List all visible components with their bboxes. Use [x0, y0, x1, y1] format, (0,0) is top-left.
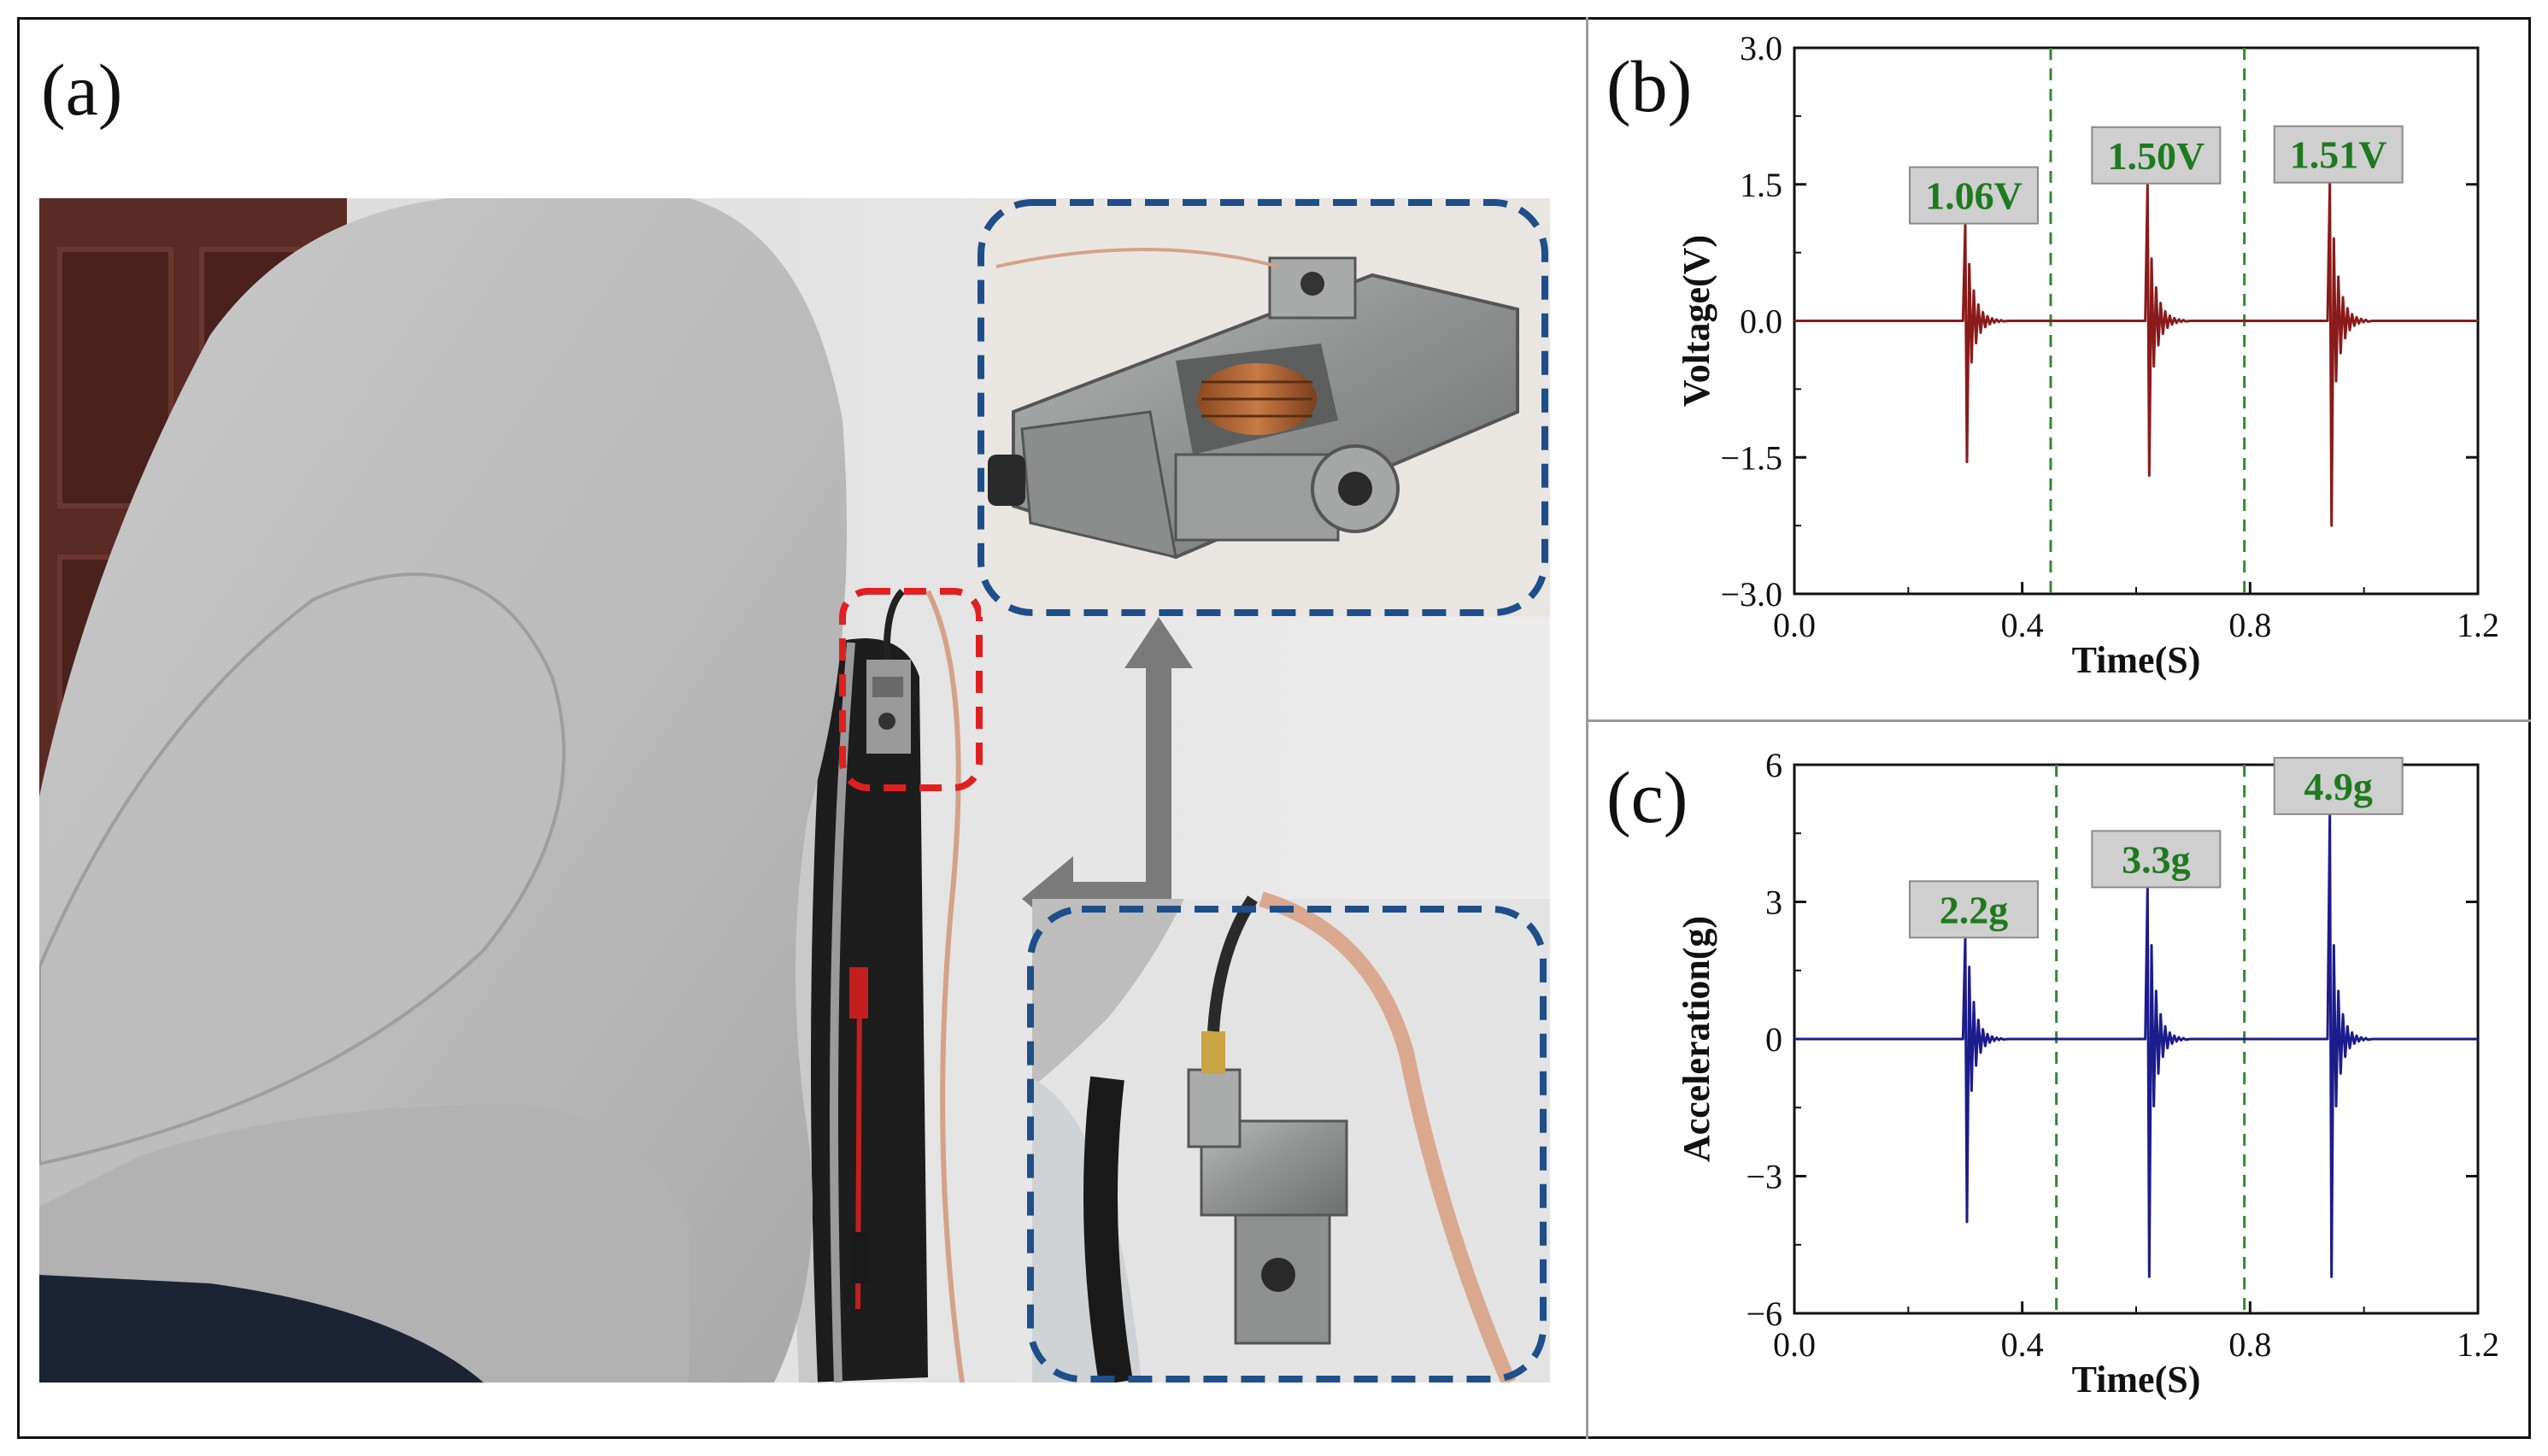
wearable-device-photo [39, 198, 1550, 1383]
x-tick-label: 0.0 [1773, 1325, 1816, 1364]
jeans [39, 1275, 484, 1383]
red-clip [849, 967, 868, 1019]
vertical-divider [1586, 17, 1588, 1439]
device-mass [872, 677, 903, 697]
hoodie-arm [39, 572, 566, 1166]
y-tick-label: −3.0 [1720, 575, 1782, 614]
peak-annotation-label: 3.3g [2122, 837, 2191, 881]
x-tick-label: 1.2 [2457, 1325, 2499, 1364]
y-tick-label: 3.0 [1740, 29, 1782, 68]
device-screw [878, 713, 895, 730]
peak-annotation-label: 1.06V [1925, 174, 2023, 218]
x-tick-label: 0.4 [2001, 1325, 2044, 1364]
peak-annotation-label: 1.51V [2290, 133, 2387, 177]
device-callout-box [839, 588, 983, 791]
signal-cable [925, 590, 965, 1383]
y-tick-label: 1.5 [1740, 166, 1782, 204]
panel-label-a: (a) [41, 49, 123, 131]
horizontal-divider [1588, 719, 2531, 722]
peak-annotation-box [2091, 126, 2222, 185]
peak-annotation-box [2273, 756, 2404, 815]
signal-trace [1794, 182, 2478, 527]
y-tick-label: −6 [1746, 1295, 1782, 1333]
panel-label-c: (c) [1606, 756, 1688, 838]
inset-mounted-callout-box [1027, 906, 1547, 1383]
black-clip [853, 1232, 868, 1283]
inset-mounted-device [1032, 891, 1550, 1383]
signal-trace [1794, 813, 2478, 1278]
x-tick-label: 0.0 [1773, 606, 1816, 644]
y-tick-label: 0 [1765, 1020, 1782, 1059]
peak-annotation-label: 2.2g [1940, 888, 2009, 931]
x-tick-label: 1.2 [2457, 606, 2499, 644]
y-tick-label: −1.5 [1720, 438, 1782, 477]
y-tick-label: −3 [1746, 1158, 1782, 1196]
panel-label-b: (b) [1606, 45, 1693, 127]
x-axis-label: Time(S) [2072, 1359, 2201, 1400]
peak-annotation-label: 1.50V [2107, 134, 2205, 178]
figure-frame [17, 17, 2531, 1439]
x-tick-label: 0.8 [2228, 1325, 2271, 1364]
y-axis-label: Acceleration(g) [1676, 916, 1717, 1162]
y-tick-label: 0.0 [1740, 302, 1782, 341]
y-axis-label: Voltage(V) [1676, 235, 1717, 407]
device-cable [883, 589, 905, 660]
x-axis-label: Time(S) [2072, 639, 2201, 681]
device-body [866, 660, 911, 754]
peak-annotation-box [2091, 830, 2222, 889]
inset-harvester-closeup [981, 198, 1550, 617]
inset-harvester-callout-box [978, 199, 1548, 616]
x-tick-label: 0.4 [2001, 606, 2044, 644]
peak-annotation-label: 4.9g [2304, 765, 2373, 808]
y-tick-label: 3 [1765, 884, 1782, 922]
peak-annotation-box [1909, 880, 2039, 939]
peak-annotation-box [1909, 166, 2039, 225]
y-tick-label: 6 [1765, 746, 1782, 784]
chair-frame [830, 642, 855, 1383]
x-tick-label: 0.8 [2228, 606, 2271, 644]
peak-annotation-box [2273, 125, 2404, 184]
